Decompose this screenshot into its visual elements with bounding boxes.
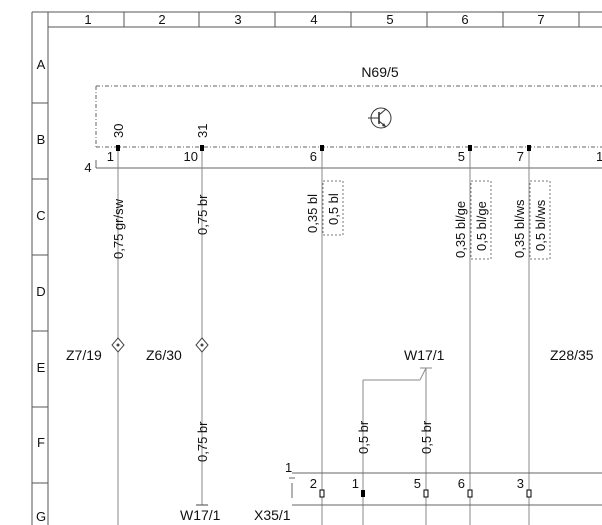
row-label: C: [36, 208, 45, 223]
splices: Z7/19 Z6/30 Z28/35: [66, 337, 594, 363]
connector-x35-1: 1 2 1 5 6 3 X35/1: [254, 460, 602, 523]
drawing-frame: [31, 11, 602, 525]
wire-label: 0,35 bl: [305, 194, 320, 233]
row-label: E: [37, 360, 46, 375]
wire-label: 0,75 gr/sw: [111, 198, 126, 259]
ground-label: W17/1: [180, 507, 221, 523]
column-label: 6: [461, 12, 468, 27]
pin-marker: [116, 145, 120, 151]
column-label: 4: [310, 12, 317, 27]
row-label: B: [37, 132, 46, 147]
pin-marker: [526, 489, 532, 498]
wire-label: 0,5 br: [419, 420, 434, 454]
pin-cavity-label: 30: [111, 124, 126, 138]
wire-label: 0,35 bl/ge: [453, 201, 468, 258]
pin-number: 5: [458, 149, 465, 164]
column-label: 5: [386, 12, 393, 27]
pin-marker: [200, 145, 204, 151]
pin-number: 3: [517, 476, 524, 491]
wire-label-boxes: [322, 180, 551, 260]
pin-number: 10: [184, 149, 198, 164]
pin-marker: [527, 145, 531, 151]
pin-number: 6: [310, 149, 317, 164]
connector-id: 1: [285, 460, 292, 475]
ground-label: W17/1: [404, 347, 445, 363]
wire-label: 0,75 br: [195, 194, 210, 235]
component-pins: 30 31 1 10 6 5 7 1: [107, 124, 602, 164]
pin-number: 7: [517, 149, 524, 164]
wire-label: 0,5 br: [356, 420, 371, 454]
component-name: N69/5: [361, 64, 399, 80]
row-label: G: [36, 509, 46, 524]
connector-name: X35/1: [254, 507, 291, 523]
pin-marker: [467, 489, 473, 498]
wire-labels: 0,75 gr/sw 0,75 br 0,35 bl 0,5 bl 0,35 b…: [111, 193, 548, 462]
splice-label: Z28/35: [550, 347, 594, 363]
connector-id: 4: [84, 160, 91, 175]
pin-marker: [361, 490, 365, 497]
wire-label-box: [529, 180, 551, 260]
pin-number: 1: [352, 476, 359, 491]
pin-marker: [468, 145, 472, 151]
splice-label: Z6/30: [146, 347, 182, 363]
pin-number: 2: [310, 476, 317, 491]
pin-number: 6: [458, 476, 465, 491]
pin-marker: [320, 145, 324, 151]
wire-label: 0,5 bl/ge: [474, 201, 489, 251]
row-label: A: [37, 57, 46, 72]
ground-points: W17/1 W17/1: [180, 347, 445, 523]
splice-label: Z7/19: [66, 347, 102, 363]
transistor-icon: [368, 107, 392, 129]
splice-diamond-icon: [195, 337, 209, 353]
row-labels: A B C D E F G: [36, 57, 46, 524]
splice-diamond-icon: [111, 337, 125, 353]
row-label: F: [37, 435, 45, 450]
component-connector: 4: [84, 160, 602, 175]
pin-number: 1: [107, 149, 114, 164]
pin-number: 1: [596, 149, 602, 164]
column-label: 1: [84, 12, 91, 27]
row-label: D: [36, 284, 45, 299]
pin-marker: [319, 489, 325, 498]
pin-marker: [423, 489, 429, 498]
wire-label-box: [322, 180, 344, 236]
component-n69-5: N69/5: [95, 64, 602, 148]
pin-cavity-label: 31: [195, 124, 210, 138]
wire-label: 0,5 bl/ws: [533, 199, 548, 251]
column-labels: 1 2 3 4 5 6 7: [84, 12, 544, 27]
wire-label: 0,75 br: [195, 421, 210, 462]
pin-number: 5: [414, 476, 421, 491]
column-label: 2: [158, 12, 165, 27]
column-label: 7: [537, 12, 544, 27]
wire-label: 0,35 bl/ws: [512, 199, 527, 258]
column-label: 3: [234, 12, 241, 27]
wire-label-box: [470, 180, 492, 260]
wires: [117, 147, 530, 525]
wire-label: 0,5 bl: [326, 193, 341, 225]
